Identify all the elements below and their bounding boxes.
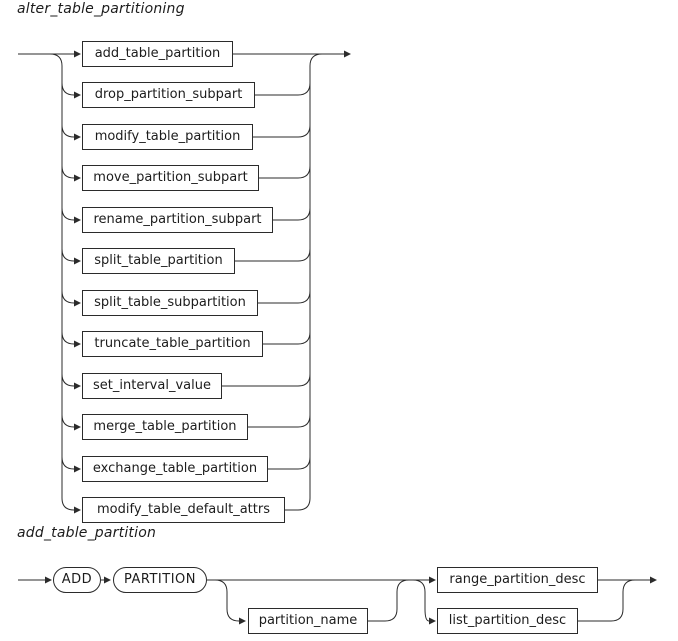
box-list-partition-desc: list_partition_desc xyxy=(437,608,578,634)
box-add-table-partition: add_table_partition xyxy=(82,41,233,67)
box-merge-table-partition: merge_table_partition xyxy=(82,414,248,440)
diagram2-arrowheads xyxy=(45,576,657,625)
box-exchange-table-partition: exchange_table_partition xyxy=(82,456,268,482)
box-truncate-table-partition: truncate_table_partition xyxy=(82,331,263,357)
keyword-add: ADD xyxy=(53,567,101,593)
diagram2-lines xyxy=(18,579,650,622)
box-set-interval-value: set_interval_value xyxy=(82,373,222,399)
box-drop-partition-subpart: drop_partition_subpart xyxy=(82,82,255,108)
diagram2-title: add_table_partition xyxy=(17,525,157,541)
box-split-table-subpartition: split_table_subpartition xyxy=(82,290,258,316)
box-modify-table-partition: modify_table_partition xyxy=(82,124,253,150)
box-partition-name: partition_name xyxy=(248,608,368,634)
keyword-partition: PARTITION xyxy=(113,567,207,593)
box-rename-partition-subpart: rename_partition_subpart xyxy=(82,207,273,233)
diagram1-arrowheads xyxy=(74,50,351,514)
box-range-partition-desc: range_partition_desc xyxy=(437,567,598,593)
diagram1-lines xyxy=(18,53,344,511)
box-move-partition-subpart: move_partition_subpart xyxy=(82,165,259,191)
diagram1-title: alter_table_partitioning xyxy=(17,1,185,17)
box-split-table-partition: split_table_partition xyxy=(82,248,235,274)
box-modify-table-default-attrs: modify_table_default_attrs xyxy=(82,497,285,523)
